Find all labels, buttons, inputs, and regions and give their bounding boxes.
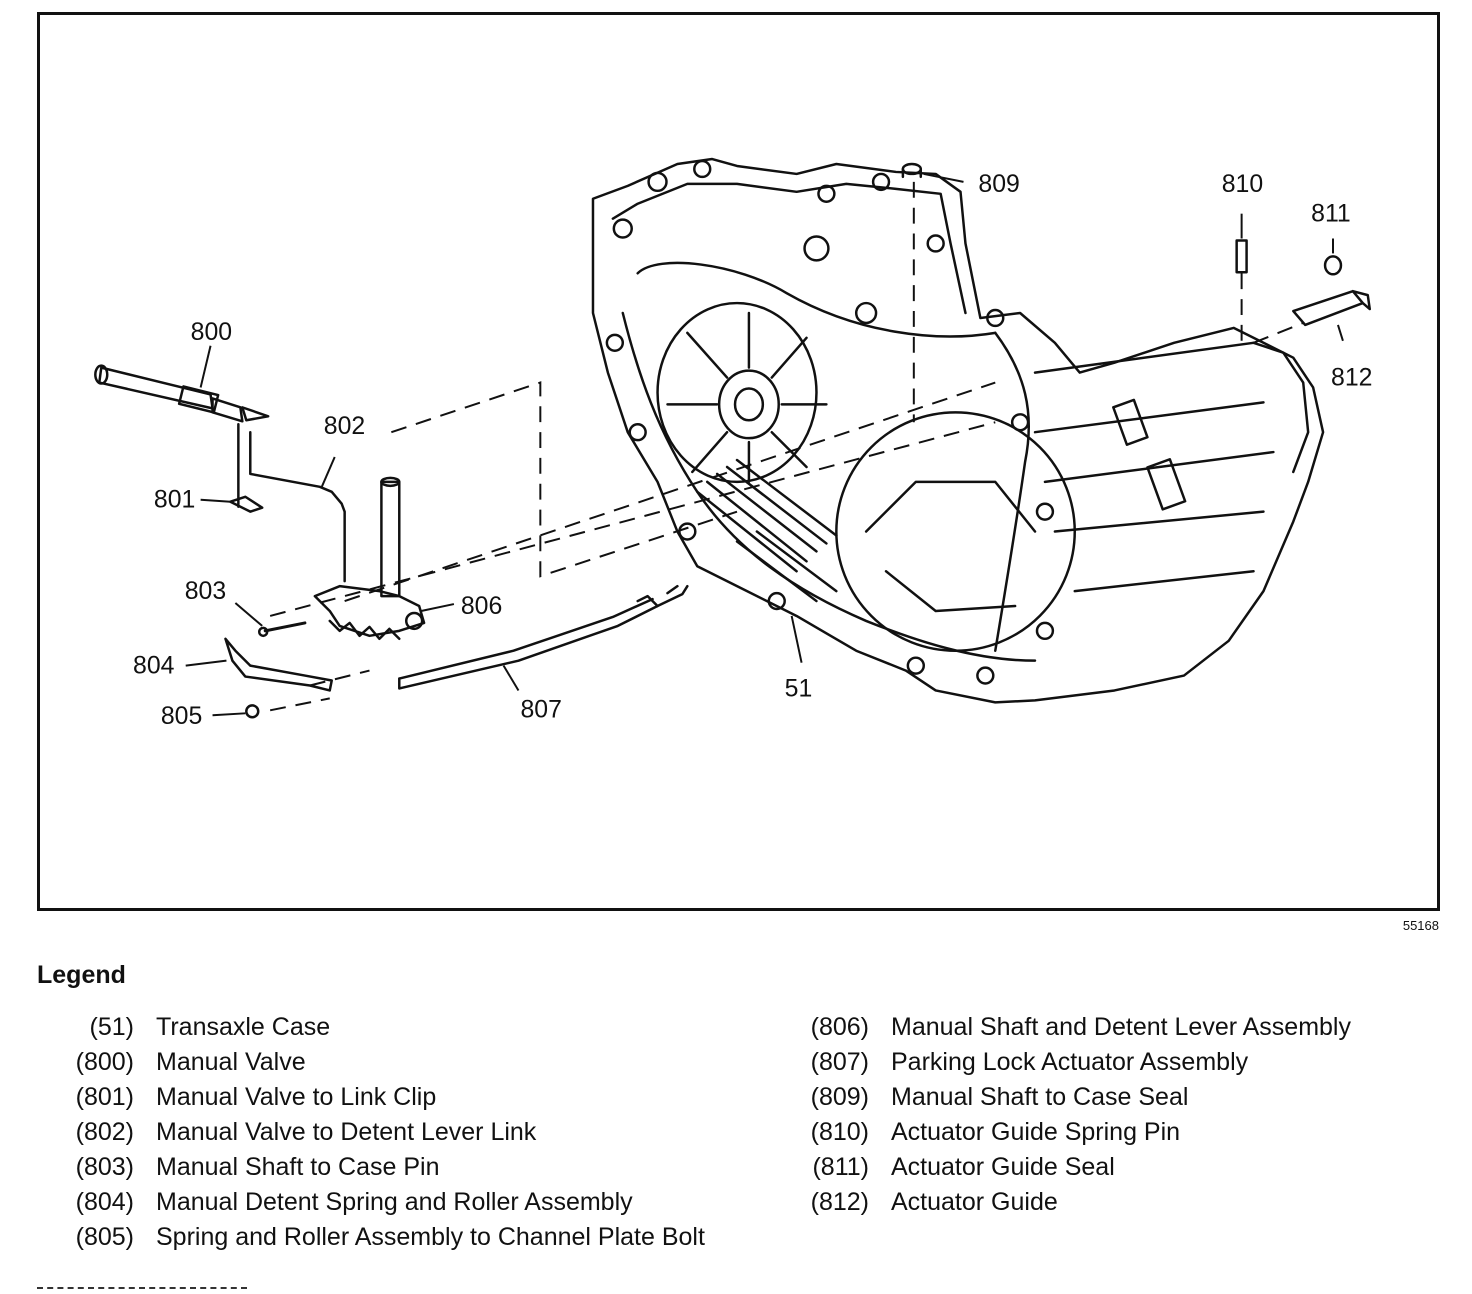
figure-number: 55168 [1402, 918, 1439, 933]
callout-807: 807 [520, 696, 561, 723]
legend-item-number: (804) [75, 1188, 134, 1216]
legend-item-description: Spring and Roller Assembly to Channel Pl… [156, 1223, 705, 1251]
manual-shaft-detent-lever [313, 476, 426, 641]
actuator-guide-spring-pin [1235, 239, 1248, 274]
legend-item: (803) Manual Shaft to Case Pin [40, 1150, 740, 1185]
legend-item-description: Manual Shaft to Case Pin [156, 1153, 440, 1181]
manual-valve [94, 364, 270, 423]
legend-item-number: (812) [810, 1188, 869, 1216]
bolt [245, 704, 260, 719]
legend-item-number: (51) [89, 1013, 134, 1041]
case-pin [263, 621, 307, 633]
legend-item: (804) Manual Detent Spring and Roller Ass… [40, 1185, 740, 1220]
legend-item-description: Actuator Guide Seal [891, 1153, 1115, 1181]
link-clip [229, 423, 264, 513]
footer-rule [37, 1287, 247, 1289]
callout-801: 801 [154, 487, 195, 514]
callout-803: 803 [185, 578, 226, 605]
callout-802: 802 [324, 413, 365, 440]
legend-item-description: Manual Shaft and Detent Lever Assembly [891, 1013, 1351, 1041]
callout-806: 806 [461, 593, 502, 620]
legend-item: (805) Spring and Roller Assembly to Chann… [40, 1220, 740, 1255]
legend-item-number: (810) [810, 1118, 869, 1146]
legend-item-description: Manual Valve to Link Clip [156, 1083, 437, 1111]
callout-812: 812 [1331, 365, 1372, 392]
exploded-view-figure: 800 801 802 803 804 805 806 807 51 809 8… [37, 12, 1440, 911]
legend-item-description: Manual Valve [156, 1048, 306, 1076]
legend-item-description: Transaxle Case [156, 1013, 331, 1041]
legend-item-description: Actuator Guide [891, 1188, 1058, 1216]
callout-810: 810 [1222, 171, 1263, 198]
detent-spring [224, 637, 333, 692]
legend-title: Legend [37, 961, 126, 989]
legend-column-right: (806) Manual Shaft and Detent Lever Assem… [775, 1010, 1455, 1220]
callout-805: 805 [161, 703, 202, 730]
legend-item-description: Actuator Guide Spring Pin [891, 1118, 1181, 1146]
actuator-guide [1292, 289, 1372, 327]
detent-lever-link [249, 430, 346, 583]
transaxle-drawing: 800 801 802 803 804 805 806 807 51 809 8… [94, 157, 1372, 730]
transaxle-case [591, 157, 1325, 704]
callout-51: 51 [785, 675, 813, 702]
callout-809: 809 [978, 171, 1019, 198]
legend-item: (800) Manual Valve [40, 1045, 740, 1080]
callout-811: 811 [1311, 201, 1351, 228]
legend-item: (51) Transaxle Case [40, 1010, 740, 1045]
legend-item: (809) Manual Shaft to Case Seal [775, 1080, 1455, 1115]
legend-item-number: (811) [812, 1153, 869, 1181]
legend-item-number: (805) [75, 1223, 134, 1251]
legend-item-number: (806) [810, 1013, 869, 1041]
legend-column-left: (51) Transaxle Case (800) Manual Valve (801)… [40, 1010, 740, 1255]
legend-item: (812) Actuator Guide [775, 1185, 1455, 1220]
legend-item: (806) Manual Shaft and Detent Lever Assem… [775, 1010, 1455, 1045]
legend-item-description: Parking Lock Actuator Assembly [891, 1048, 1249, 1076]
legend-item: (811) Actuator Guide Seal [775, 1150, 1455, 1185]
legend-item: (807) Parking Lock Actuator Assembly [775, 1045, 1455, 1080]
callout-800: 800 [191, 319, 232, 346]
legend-item: (801) Manual Valve to Link Clip [40, 1080, 740, 1115]
legend-item: (802) Manual Valve to Detent Lever Link [40, 1115, 740, 1150]
legend-item-number: (807) [810, 1048, 869, 1076]
legend-item-number: (809) [810, 1083, 869, 1111]
parking-actuator [398, 584, 689, 690]
legend-item-description: Manual Valve to Detent Lever Link [156, 1118, 537, 1146]
actuator-guide-seal [1323, 255, 1343, 276]
legend-item-number: (801) [75, 1083, 134, 1111]
legend-item-description: Manual Shaft to Case Seal [891, 1083, 1189, 1111]
callout-804: 804 [133, 653, 175, 680]
legend-item-description: Manual Detent Spring and Roller Assembly [156, 1188, 633, 1216]
legend-item-number: (803) [75, 1153, 134, 1181]
legend-item-number: (800) [75, 1048, 134, 1076]
legend-item-number: (802) [75, 1118, 134, 1146]
legend-item: (810) Actuator Guide Spring Pin [775, 1115, 1455, 1150]
